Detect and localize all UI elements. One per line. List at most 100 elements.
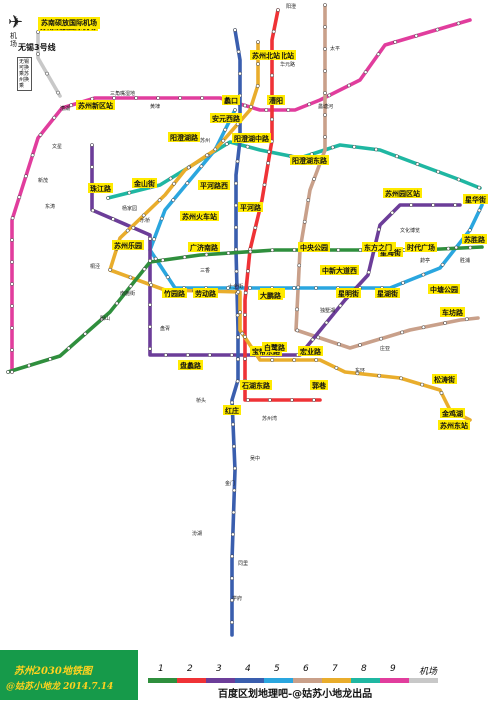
station-small[interactable]: 庄亚 [380, 345, 390, 352]
station-small[interactable]: 东环 [355, 367, 365, 374]
station-hub[interactable]: 苏州火车站 [180, 211, 219, 221]
station-dot[interactable] [172, 181, 176, 186]
station-dot[interactable] [56, 90, 60, 95]
station-dot[interactable] [185, 353, 190, 357]
station-hub[interactable]: 阳澄湖东路 [290, 155, 329, 165]
station-dot[interactable] [323, 69, 327, 73]
station-hub[interactable]: 苏州乐园 [112, 240, 144, 250]
station-dot[interactable] [238, 71, 242, 76]
station-small[interactable]: 苏州湾 [262, 415, 277, 422]
station-dot[interactable] [10, 370, 14, 374]
station-hub[interactable]: 星华街 [463, 194, 488, 204]
station-dot[interactable] [477, 185, 481, 190]
station-small[interactable]: 乐桥 [140, 217, 150, 224]
station-small[interactable]: 苏州 [200, 137, 210, 144]
station-hub[interactable]: 石湖东路 [240, 380, 272, 390]
station-dot[interactable] [69, 103, 73, 108]
station-dot[interactable] [229, 353, 234, 357]
station-dot[interactable] [295, 328, 300, 333]
station-dot[interactable] [467, 228, 472, 233]
station-dot[interactable] [152, 237, 156, 242]
station-dot[interactable] [409, 203, 413, 207]
station-dot[interactable] [295, 307, 299, 312]
station-dot[interactable] [30, 153, 35, 158]
station-dot[interactable] [327, 93, 332, 98]
station-dot[interactable] [292, 358, 297, 362]
station-hub[interactable]: 平河路 [238, 202, 263, 212]
station-dot[interactable] [66, 346, 71, 351]
station-dot[interactable] [336, 248, 341, 252]
station-dot[interactable] [224, 142, 229, 146]
station-dot[interactable] [323, 113, 327, 117]
station-small[interactable]: 桐泾 [90, 263, 100, 270]
station-dot[interactable] [290, 398, 294, 402]
station-hub[interactable]: 金山街 [132, 178, 157, 188]
station-dot[interactable] [358, 248, 363, 252]
station-dot[interactable] [236, 335, 240, 340]
station-dot[interactable] [148, 236, 152, 241]
station-small[interactable]: 学府 [232, 595, 242, 602]
station-hub[interactable]: 广济南路 [188, 242, 220, 252]
station-dot[interactable] [106, 196, 110, 200]
station-hub[interactable]: 中央公园 [298, 242, 330, 252]
station-dot[interactable] [306, 198, 311, 202]
station-dot[interactable] [226, 286, 230, 290]
station-dot[interactable] [153, 256, 158, 261]
station-small[interactable]: 独墅湖 [320, 307, 335, 314]
station-dot[interactable] [393, 40, 398, 44]
station-dot[interactable] [83, 331, 88, 336]
station-dot[interactable] [420, 382, 424, 387]
station-dot[interactable] [230, 576, 234, 581]
station-dot[interactable] [48, 357, 52, 361]
station-dot[interactable] [431, 203, 435, 207]
station-hub[interactable]: 漕阳 [267, 95, 285, 105]
station-dot[interactable] [421, 325, 426, 330]
station-hub[interactable]: 蠡口 [222, 95, 240, 105]
station-dot[interactable] [24, 174, 28, 179]
station-dot[interactable] [243, 335, 247, 339]
station-dot[interactable] [323, 47, 327, 51]
station-dot[interactable] [90, 143, 94, 147]
station-dot[interactable] [446, 246, 451, 251]
station-hub[interactable]: 苏州新区站 [76, 100, 115, 110]
station-dot[interactable] [270, 73, 274, 78]
station-dot[interactable] [27, 363, 31, 368]
station-dot[interactable] [312, 177, 316, 181]
station-small[interactable]: 文星 [52, 143, 62, 150]
station-hub[interactable]: 阳澄湖中路 [232, 133, 271, 143]
station-dot[interactable] [366, 270, 371, 275]
station-dot[interactable] [270, 117, 274, 122]
station-dot[interactable] [292, 248, 297, 252]
station-hub[interactable]: 安元西路 [210, 113, 242, 123]
station-dot[interactable] [111, 217, 115, 221]
station-dot[interactable] [302, 219, 307, 224]
station-dot[interactable] [310, 337, 315, 342]
station-hub[interactable]: 东方之门 [362, 242, 394, 252]
station-hub[interactable]: 苏胜路 [462, 234, 487, 244]
station-dot[interactable] [204, 252, 209, 257]
station-dot[interactable] [115, 301, 119, 306]
station-hub[interactable]: 红庄 [223, 405, 241, 415]
station-dot[interactable] [292, 286, 296, 290]
station-hub[interactable]: 金鸡湖 [440, 408, 465, 418]
station-dot[interactable] [205, 153, 209, 158]
station-hub[interactable]: 苏州园区站 [383, 188, 422, 198]
station-dot[interactable] [38, 133, 43, 137]
station-dot[interactable] [230, 598, 234, 603]
station-hub[interactable]: 盘蠡路 [178, 360, 203, 370]
station-hub[interactable]: 白鹭路 [262, 342, 287, 352]
station-dot[interactable] [10, 216, 15, 220]
station-hub[interactable]: 车坊路 [440, 307, 465, 317]
station-dot[interactable] [421, 272, 426, 277]
station-dot[interactable] [148, 258, 152, 263]
station-dot[interactable] [377, 373, 382, 378]
station-dot[interactable] [234, 269, 239, 274]
station-dot[interactable] [236, 290, 241, 294]
station-dot[interactable] [235, 159, 240, 164]
station-dot[interactable] [358, 343, 362, 347]
station-hub[interactable]: 郭巷 [310, 380, 328, 390]
station-dot[interactable] [296, 285, 300, 290]
station-small[interactable]: 葑亭 [420, 257, 430, 264]
station-dot[interactable] [230, 554, 234, 559]
station-dot[interactable] [248, 249, 253, 254]
